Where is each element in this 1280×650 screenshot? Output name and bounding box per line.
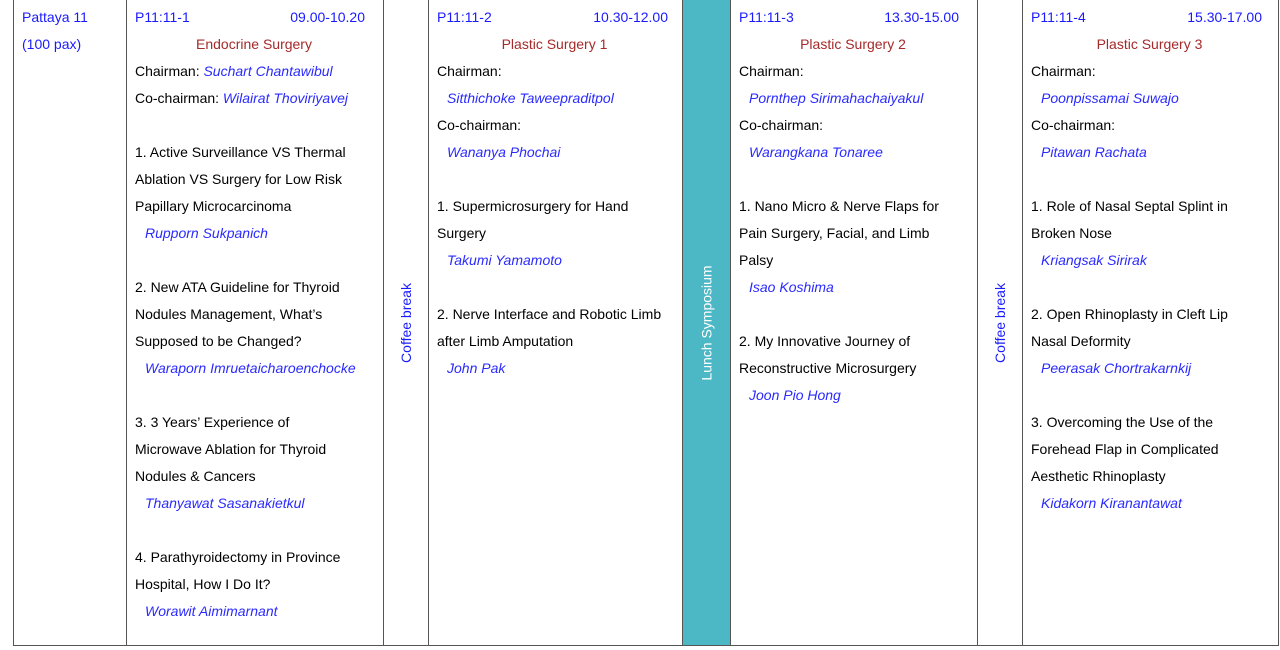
talk-title-line: 1. Nano Micro & Nerve Flaps for xyxy=(739,198,939,214)
talk-2: 2. My Innovative Journey of Reconstructi… xyxy=(739,328,977,409)
session-code: P11:11-1 xyxy=(135,9,190,25)
lunch-symposium: Lunch Symposium xyxy=(682,0,730,646)
talk-title-line: Microwave Ablation for Thyroid xyxy=(135,441,327,457)
cochairman-name: Pitawan Rachata xyxy=(1041,144,1147,160)
session-header: P11:11-1 09.00-10.20 xyxy=(135,4,383,31)
room-name: Pattaya 11 xyxy=(22,9,88,25)
talk-title-line: Supposed to be Changed? xyxy=(135,333,302,349)
talk-2: 2. Nerve Interface and Robotic Limb afte… xyxy=(437,301,682,382)
chairman-label: Chairman: xyxy=(739,63,804,79)
talk-title-line: Aesthetic Rhinoplasty xyxy=(1031,468,1166,484)
cochairman-line: Co-chairman: Wilairat Thoviriyavej xyxy=(135,85,383,112)
chairman-label: Chairman: xyxy=(1031,63,1096,79)
speaker-name: Worawit Aimimarnant xyxy=(145,603,278,619)
speaker-name: Isao Koshima xyxy=(749,279,834,295)
session-header: P11:11-4 15.30-17.00 xyxy=(1031,4,1278,31)
coffee-break-label: Coffee break xyxy=(398,282,414,363)
talk-title-line: 3. Overcoming the Use of the xyxy=(1031,414,1214,430)
talk-title-line: Broken Nose xyxy=(1031,225,1112,241)
talk-title-line: Hospital, How I Do It? xyxy=(135,576,271,592)
talk-title-line: 1. Role of Nasal Septal Splint in xyxy=(1031,198,1228,214)
talk-title-line: 2. Open Rhinoplasty in Cleft Lip xyxy=(1031,306,1228,322)
session-3: P11:11-3 13.30-15.00 Plastic Surgery 2 C… xyxy=(730,0,977,646)
talk-title-line: 4. Parathyroidectomy in Province xyxy=(135,549,341,565)
talk-title-line: 1. Active Surveillance VS Thermal xyxy=(135,144,346,160)
speaker-name: Rupporn Sukpanich xyxy=(145,225,268,241)
room-column: Pattaya 11 (100 pax) xyxy=(13,0,126,646)
talk-1: 1. Nano Micro & Nerve Flaps for Pain Sur… xyxy=(739,193,977,301)
talk-2: 2. Open Rhinoplasty in Cleft Lip Nasal D… xyxy=(1031,301,1278,382)
cochairman-label: Co-chairman: xyxy=(437,117,522,133)
talk-title-line: 2. New ATA Guideline for Thyroid xyxy=(135,279,340,295)
talk-title-line: 3. 3 Years’ Experience of xyxy=(135,414,290,430)
talk-title-line: after Limb Amputation xyxy=(437,333,574,349)
speaker-name: John Pak xyxy=(447,360,506,376)
talk-title-line: 2. Nerve Interface and Robotic Limb xyxy=(437,306,662,322)
talk-2: 2. New ATA Guideline for Thyroid Nodules… xyxy=(135,274,383,382)
talk-1: 1. Role of Nasal Septal Splint in Broken… xyxy=(1031,193,1278,274)
coffee-break-1: Coffee break xyxy=(383,0,428,646)
talk-title-line: 1. Supermicrosurgery for Hand xyxy=(437,198,629,214)
session-code: P11:11-4 xyxy=(1031,9,1086,25)
session-title: Plastic Surgery 2 xyxy=(800,36,906,52)
session-header: P11:11-3 13.30-15.00 xyxy=(739,4,977,31)
talk-title-line: Surgery xyxy=(437,225,487,241)
chairman-label: Chairman: xyxy=(437,63,502,79)
session-title: Endocrine Surgery xyxy=(196,36,312,52)
session-header: P11:11-2 10.30-12.00 xyxy=(437,4,682,31)
session-2: P11:11-2 10.30-12.00 Plastic Surgery 1 C… xyxy=(428,0,682,646)
coffee-break-2: Coffee break xyxy=(977,0,1022,646)
session-time: 10.30-12.00 xyxy=(593,9,668,25)
cochairman-name: Wilairat Thoviriyavej xyxy=(222,90,349,106)
talk-title-line: Papillary Microcarcinoma xyxy=(135,198,292,214)
talk-title-line: Nasal Deformity xyxy=(1031,333,1131,349)
chairman-name: Suchart Chantawibul xyxy=(203,63,333,79)
talk-title-line: 2. My Innovative Journey of xyxy=(739,333,911,349)
talk-1: 1. Active Surveillance VS Thermal Ablati… xyxy=(135,139,383,247)
chairman-label: Chairman: xyxy=(135,63,204,79)
session-code: P11:11-2 xyxy=(437,9,492,25)
cochairman-label: Co-chairman: xyxy=(1031,117,1116,133)
coffee-break-label: Coffee break xyxy=(992,282,1008,363)
session-title: Plastic Surgery 1 xyxy=(501,36,608,52)
lunch-symposium-label: Lunch Symposium xyxy=(698,264,715,381)
chairman-name: Poonpissamai Suwajo xyxy=(1041,90,1179,106)
speaker-name: Joon Pio Hong xyxy=(749,387,841,403)
cochairman-name: Warangkana Tonaree xyxy=(749,144,883,160)
session-time: 09.00-10.20 xyxy=(290,9,365,25)
cochairman-name: Wananya Phochai xyxy=(447,144,561,160)
session-code: P11:11-3 xyxy=(739,9,794,25)
speaker-name: Takumi Yamamoto xyxy=(447,252,562,268)
talk-1: 1. Supermicrosurgery for Hand Surgery Ta… xyxy=(437,193,682,274)
room-capacity: (100 pax) xyxy=(22,36,82,52)
session-time: 15.30-17.00 xyxy=(1187,9,1262,25)
talk-title-line: Forehead Flap in Complicated xyxy=(1031,441,1219,457)
talk-3: 3. 3 Years’ Experience of Microwave Abla… xyxy=(135,409,383,517)
talk-3: 3. Overcoming the Use of the Forehead Fl… xyxy=(1031,409,1278,517)
chairman-name: Sitthichoke Taweepraditpol xyxy=(447,90,614,106)
session-4: P11:11-4 15.30-17.00 Plastic Surgery 3 C… xyxy=(1022,0,1279,646)
speaker-name: Kidakorn Kiranantawat xyxy=(1041,495,1182,511)
speaker-name: Thanyawat Sasanakietkul xyxy=(145,495,305,511)
chairman-line: Chairman: Suchart Chantawibul xyxy=(135,58,383,85)
cochairman-label: Co-chairman: xyxy=(135,90,223,106)
talk-title-line: Palsy xyxy=(739,252,774,268)
speaker-name: Waraporn Imruetaicharoenchocke xyxy=(145,360,356,376)
talk-title-line: Nodules & Cancers xyxy=(135,468,256,484)
speaker-name: Peerasak Chortrakarnkij xyxy=(1041,360,1192,376)
chairman-name: Pornthep Sirimahachaiyakul xyxy=(749,90,924,106)
cochairman-label: Co-chairman: xyxy=(739,117,824,133)
speaker-name: Kriangsak Sirirak xyxy=(1041,252,1147,268)
session-title: Plastic Surgery 3 xyxy=(1096,36,1203,52)
session-1: P11:11-1 09.00-10.20 Endocrine Surgery C… xyxy=(126,0,383,646)
session-time: 13.30-15.00 xyxy=(884,9,959,25)
talk-title-line: Nodules Management, What’s xyxy=(135,306,323,322)
talk-title-line: Ablation VS Surgery for Low Risk xyxy=(135,171,342,187)
talk-title-line: Pain Surgery, Facial, and Limb xyxy=(739,225,930,241)
talk-4: 4. Parathyroidectomy in Province Hospita… xyxy=(135,544,383,625)
talk-title-line: Reconstructive Microsurgery xyxy=(739,360,917,376)
